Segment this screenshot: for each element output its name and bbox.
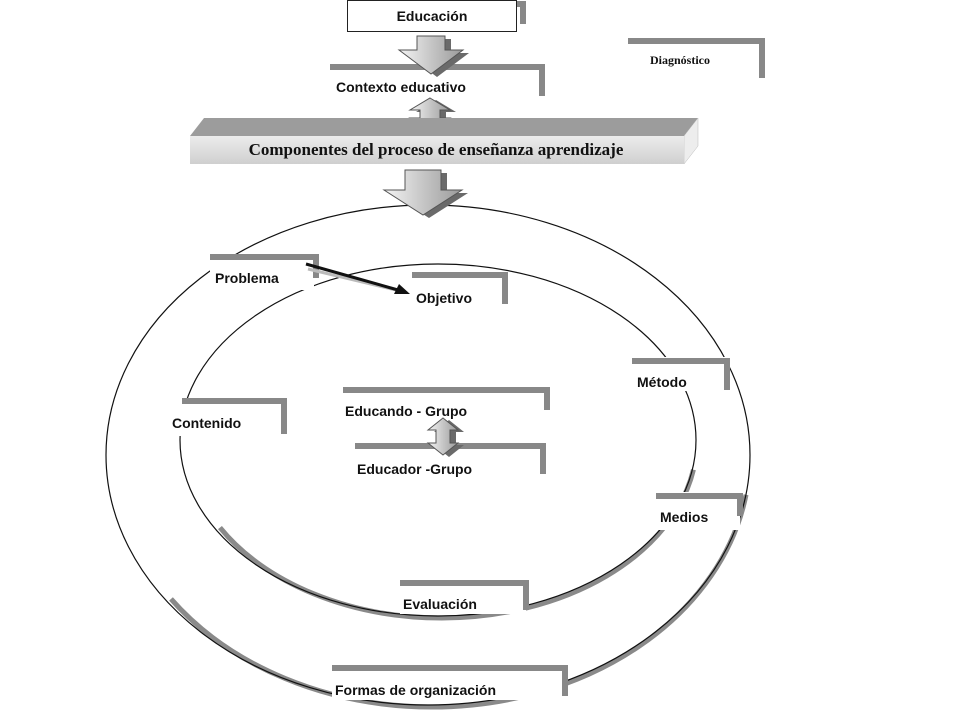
label-contexto: Contexto educativo xyxy=(336,79,466,95)
label-evaluacion: Evaluación xyxy=(403,596,477,612)
frame-contexto xyxy=(330,64,545,98)
banner-componentes xyxy=(190,117,699,165)
frame-objetivo xyxy=(412,272,508,308)
label-medios: Medios xyxy=(660,509,709,525)
frame-contenido xyxy=(168,398,287,436)
frame-medios xyxy=(656,492,743,530)
problema-objetivo-arrow-icon xyxy=(305,262,410,294)
label-formas: Formas de organización xyxy=(335,682,497,698)
label-diagnostico: Diagnóstico xyxy=(650,53,710,67)
inner-ellipse-shadow xyxy=(184,259,700,621)
label-objetivo: Objetivo xyxy=(416,290,473,306)
label-educando: Educando - Grupo xyxy=(345,403,468,419)
label-problema: Problema xyxy=(215,270,279,286)
label-contenido: Contenido xyxy=(172,415,242,431)
double-arrow-icon xyxy=(426,417,464,457)
label-educacion: Educación xyxy=(347,0,517,32)
label-metodo: Método xyxy=(637,374,687,390)
label-educador: Educador -Grupo xyxy=(357,461,473,477)
inner-ellipse xyxy=(179,263,697,617)
down-arrow-icon xyxy=(382,169,468,218)
frame-evaluacion xyxy=(400,580,529,614)
frame-diagnostico xyxy=(628,38,765,78)
outer-ellipse-shadow xyxy=(111,200,753,710)
frame-educando xyxy=(343,387,550,410)
frame-educador xyxy=(355,443,546,474)
down-arrow-icon xyxy=(397,35,469,77)
frame-metodo xyxy=(632,357,730,391)
label-componentes: Componentes del proceso de enseñanza apr… xyxy=(248,140,624,159)
frame-formas xyxy=(332,664,568,700)
